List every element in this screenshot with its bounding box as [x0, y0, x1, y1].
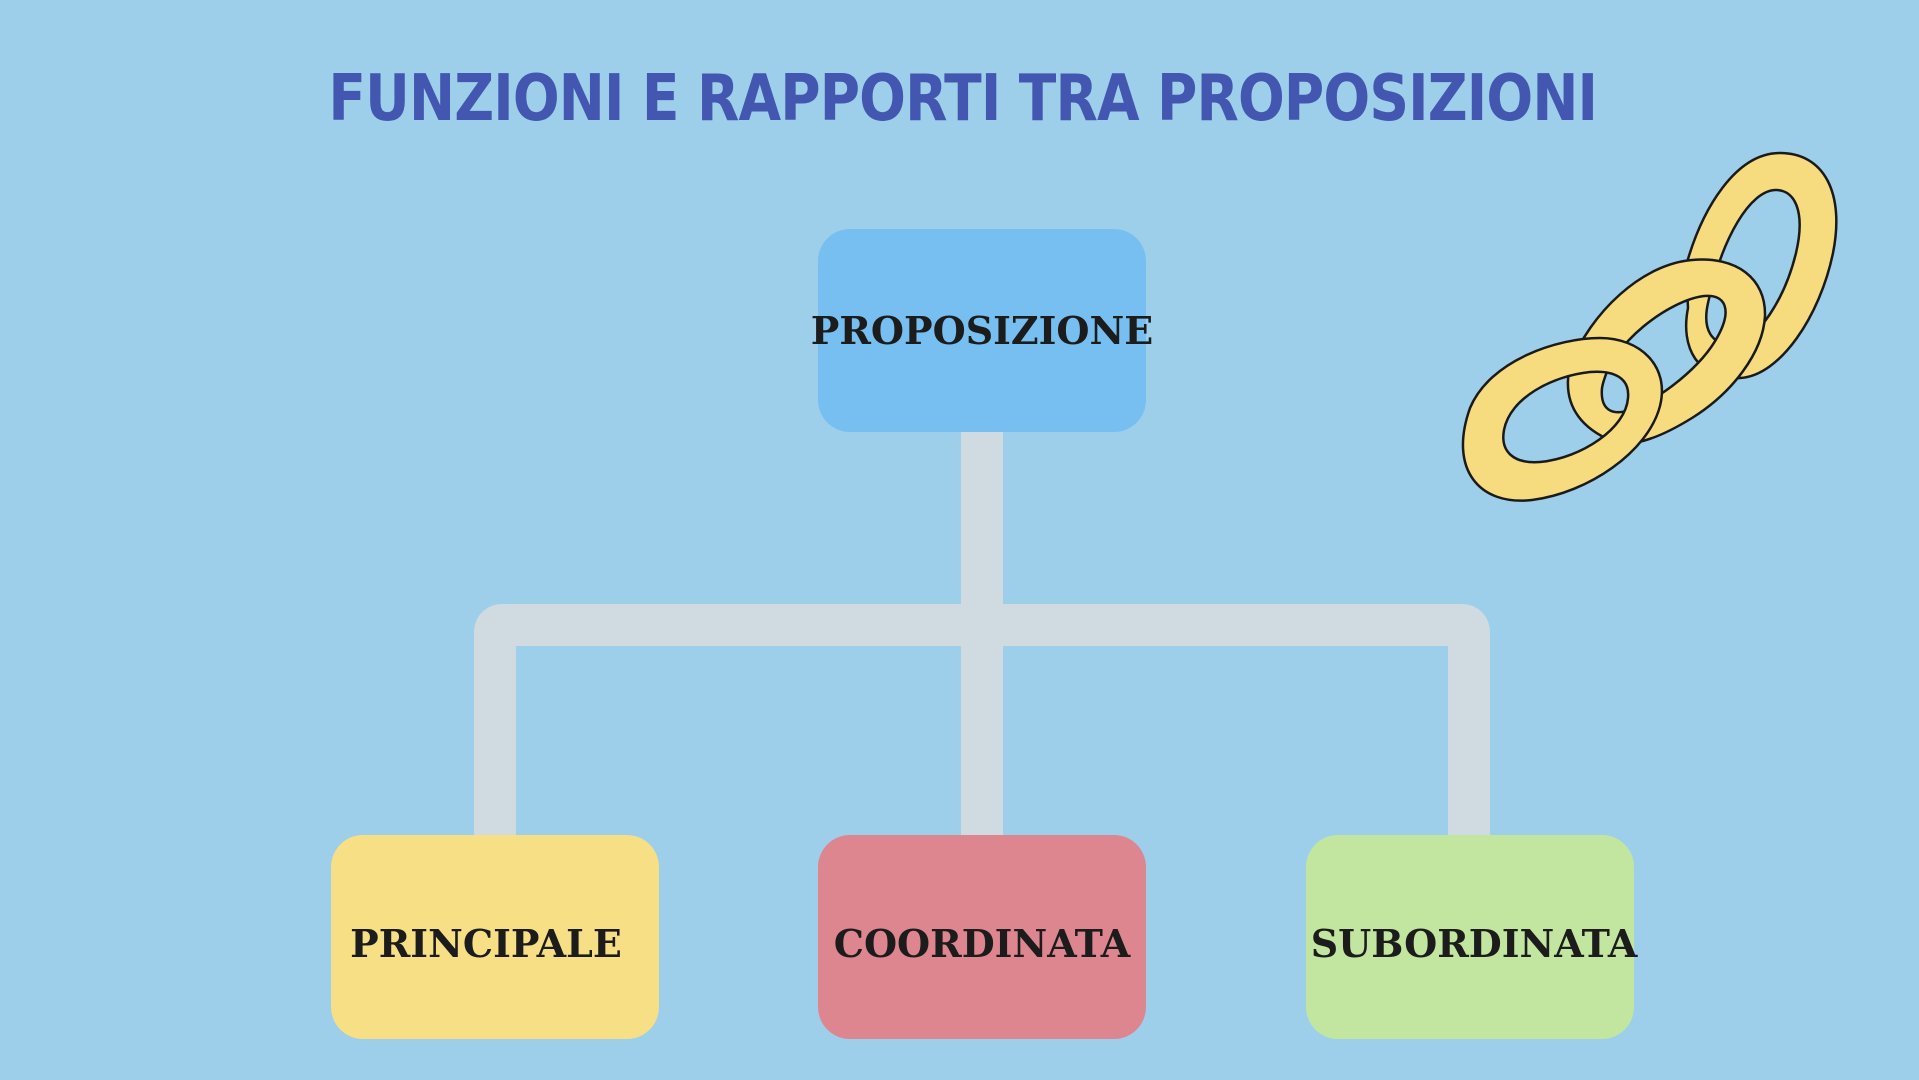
- chain-link-icon: [1461, 151, 1838, 502]
- child-node-coordinata: COORDINATA: [818, 835, 1146, 1039]
- root-node-label: PROPOSIZIONE: [810, 308, 1154, 353]
- child-node-label: PRINCIPALE: [350, 920, 622, 966]
- page-title: FUNZIONI E RAPPORTI TRA PROPOSIZIONI: [328, 62, 1598, 136]
- chain-link-lower: [1461, 336, 1664, 502]
- child-node-label: SUBORDINATA: [1310, 920, 1638, 966]
- child-node-principale: PRINCIPALE: [331, 835, 659, 1039]
- child-node-label: COORDINATA: [833, 920, 1131, 966]
- root-node-proposizione: PROPOSIZIONE: [811, 229, 1153, 432]
- child-node-subordinata: SUBORDINATA: [1306, 835, 1637, 1039]
